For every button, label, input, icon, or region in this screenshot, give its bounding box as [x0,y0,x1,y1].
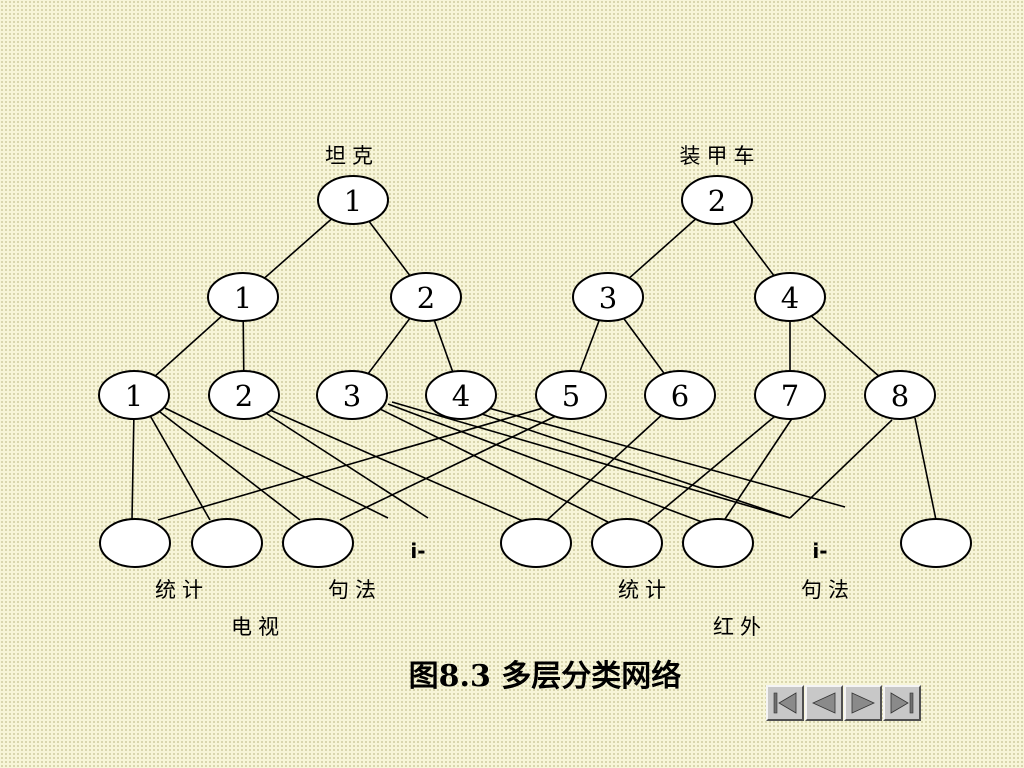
level3-node-6: 6 [644,370,716,420]
feature-node-4 [500,518,572,568]
edge-level3-to-feature [147,411,211,521]
feature-node-5-shape [591,518,663,568]
level3-node-6-label: 6 [671,379,689,413]
level2-node-3-label: 3 [599,281,617,315]
level3-node-1-label: 1 [125,379,143,413]
edge-level3-to-feature [789,419,893,519]
level3-node-6-shape [644,370,716,420]
feature-node-7-shape [900,518,972,568]
slide-navigation [766,685,922,721]
level3-node-8-shape [864,370,936,420]
level3-node-8: 8 [864,370,936,420]
feature-node-7 [900,518,972,568]
feature-label-syntactic-tv: 句法 [328,578,382,602]
edge-level3-to-feature [269,409,526,523]
level3-node-7: 7 [754,370,826,420]
level2-node-3: 3 [572,272,644,322]
modality-label-tv: 电视 [231,615,285,639]
next-page-button[interactable] [844,685,882,721]
level3-node-4-label: 4 [452,379,470,413]
last-page-button[interactable] [883,685,921,721]
edge-level3-to-feature [469,409,791,519]
edge-level3-to-feature [647,411,781,523]
level3-node-7-shape [754,370,826,420]
level2-node-2-label: 2 [417,281,435,315]
level2-node-3-shape [572,272,644,322]
level2-node-2-shape [390,272,462,322]
feature-node-1-shape [99,518,171,568]
feature-node-4-shape [500,518,572,568]
root-node-2-shape [681,175,753,225]
first-page-icon [773,692,797,714]
network-nodes: 1 2 1 2 3 4 1 2 3 4 5 6 7 8 [98,175,972,568]
level3-node-5-shape [535,370,607,420]
edge-level3-to-feature [157,407,544,521]
root-node-2: 2 [681,175,753,225]
level3-node-4: 4 [425,370,497,420]
edge-level3-to-feature [544,411,666,523]
ellipsis-mark-left: i- [410,539,425,563]
level3-node-5: 5 [535,370,607,420]
feature-node-1 [99,518,171,568]
group-label-apc: 装甲车 [680,144,761,168]
modality-label-infrared: 红外 [713,615,767,639]
edge-level3-to-feature [131,409,135,521]
feature-node-5 [591,518,663,568]
level3-node-7-label: 7 [781,379,799,413]
level3-node-3: 3 [316,370,388,420]
edge-level3-to-feature [722,413,796,523]
figure-caption: 图8.3 多层分类网络 [409,659,682,694]
level3-node-8-label: 8 [891,379,909,413]
edge-level3-to-feature [164,407,389,519]
edge-level3-to-feature [339,413,561,521]
root-node-2-label: 2 [708,184,726,218]
edge-level3-to-feature [391,401,791,519]
root-node-1-label: 1 [344,184,362,218]
previous-page-icon [812,692,836,714]
level3-node-3-label: 3 [343,379,361,413]
edge-level3-to-feature [159,411,301,521]
level3-node-4-shape [425,370,497,420]
edge-level3-to-feature [387,403,703,523]
feature-node-6 [682,518,754,568]
edge-level3-to-feature [377,407,609,523]
feature-node-2-shape [191,518,263,568]
network-edges [131,199,937,523]
feature-label-syntactic-ir: 句法 [801,578,855,602]
level2-node-4-shape [754,272,826,322]
feature-label-statistical-ir: 统计 [618,578,672,602]
level3-node-2: 2 [208,370,280,420]
feature-node-3 [282,518,354,568]
feature-label-statistical-tv: 统计 [155,578,209,602]
root-node-1: 1 [317,175,389,225]
level3-node-1: 1 [98,370,170,420]
level2-node-1: 1 [207,272,279,322]
level2-node-4-label: 4 [781,281,799,315]
feature-node-6-shape [682,518,754,568]
previous-page-button[interactable] [805,685,843,721]
first-page-button[interactable] [766,685,804,721]
last-page-icon [890,692,914,714]
level2-node-2: 2 [390,272,462,322]
level3-node-2-shape [208,370,280,420]
edge-level3-to-feature [914,417,937,521]
feature-node-3-shape [282,518,354,568]
feature-node-2 [191,518,263,568]
level2-node-1-shape [207,272,279,322]
next-page-icon [851,692,875,714]
root-node-1-shape [317,175,389,225]
level2-node-1-label: 1 [234,281,252,315]
level3-node-3-shape [316,370,388,420]
level3-node-1-shape [98,370,170,420]
level3-node-2-label: 2 [235,379,253,413]
level2-node-4: 4 [754,272,826,322]
edge-level3-to-feature [484,406,846,508]
group-label-tank: 坦克 [325,144,379,168]
level3-node-5-label: 5 [562,379,580,413]
ellipsis-mark-right: i- [812,539,827,563]
